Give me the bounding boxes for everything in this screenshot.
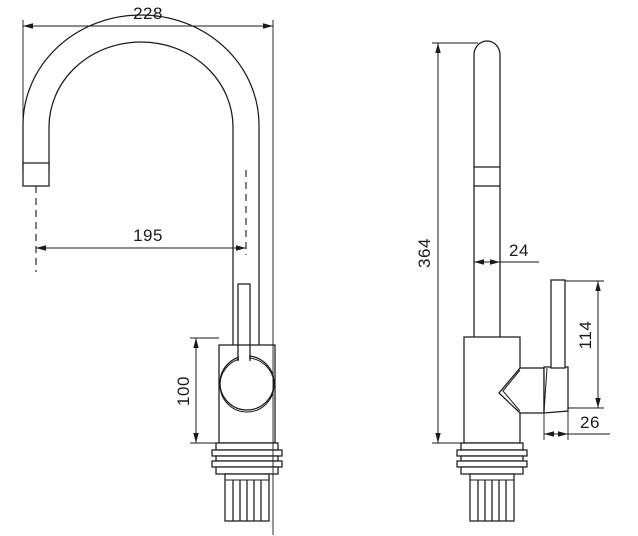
dimension-195: 195 <box>35 170 247 272</box>
lever-handle-side <box>498 279 569 414</box>
dimension-364-label: 364 <box>415 238 434 268</box>
spout-aerator <box>22 162 50 187</box>
spout-tube-side <box>473 40 501 337</box>
dimension-26: 26 <box>543 411 610 440</box>
riser-column <box>232 170 260 345</box>
threaded-shank-side <box>469 473 515 522</box>
dimension-364: 364 <box>415 42 478 444</box>
side-view-group: 364 24 114 26 <box>415 40 610 522</box>
dimension-114-label: 114 <box>576 321 595 350</box>
front-view-group: 228 195 100 <box>22 4 283 535</box>
dimension-228: 228 <box>22 4 274 535</box>
dimension-24: 24 <box>474 241 539 265</box>
dimension-228-label: 228 <box>133 4 163 23</box>
dimension-100-label: 100 <box>174 376 193 406</box>
dimension-114: 114 <box>565 280 604 409</box>
dimension-24-label: 24 <box>509 241 529 260</box>
faucet-body-front <box>218 344 276 444</box>
threaded-shank-front <box>224 473 270 522</box>
mounting-washer-stack-side <box>456 442 528 475</box>
dimension-26-label: 26 <box>580 413 600 432</box>
dimension-195-label: 195 <box>133 226 163 245</box>
mounting-washer-stack-front <box>211 442 283 475</box>
spout-outline <box>22 14 260 170</box>
dimension-100: 100 <box>174 337 219 444</box>
